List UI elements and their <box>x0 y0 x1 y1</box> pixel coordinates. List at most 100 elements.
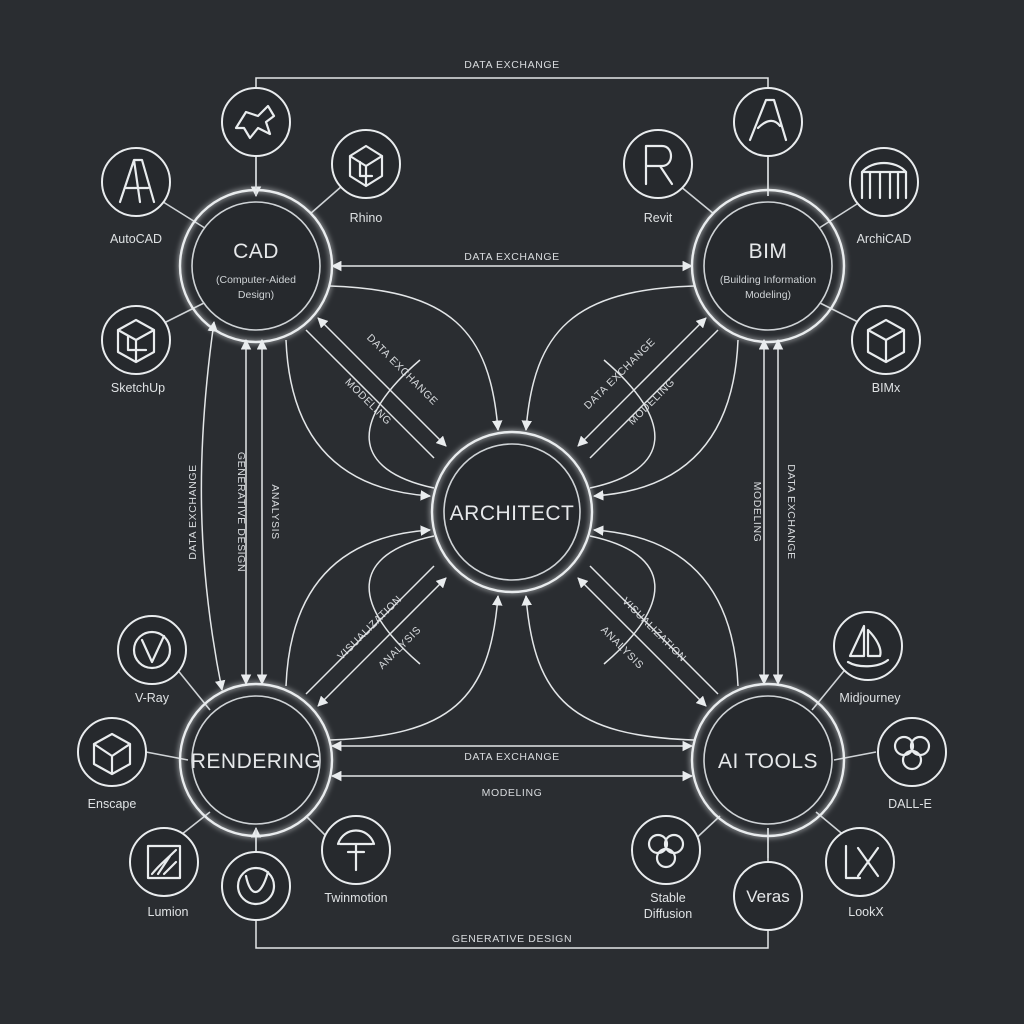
tool-twinmotion-label: Twinmotion <box>324 891 387 905</box>
tool-vray[interactable]: V-Ray <box>117 615 187 705</box>
inner-curve-tr <box>589 359 656 489</box>
curve-bim-right <box>592 339 739 501</box>
tool-dalle-label: DALL-E <box>888 797 932 811</box>
hub-bim-subtitle-1: (Building Information <box>720 274 816 286</box>
curve-bim-center <box>521 285 695 432</box>
lumion-icon <box>146 844 182 880</box>
a-stroke-icon <box>748 98 788 142</box>
ai-architect-line-1 <box>577 577 707 707</box>
tool-sketchup[interactable]: SketchUp <box>101 305 171 395</box>
tool-stable-diffusion-label-2: Diffusion <box>644 907 692 921</box>
hub-cad-subtitle-2: Design) <box>238 289 274 301</box>
hub-cad-title: CAD <box>233 240 279 263</box>
label-left-1: DATA EXCHANGE <box>187 464 199 560</box>
tool-revit-label: Revit <box>644 211 673 225</box>
hub-ai-tools-title: AI TOOLS <box>718 750 818 773</box>
tool-render-unlabeled[interactable] <box>221 851 291 921</box>
tool-vray-label: V-Ray <box>135 691 170 705</box>
label-left-3: ANALYSIS <box>269 484 281 539</box>
label-render-ai-2: MODELING <box>482 787 543 799</box>
top-data-exchange-line <box>250 77 769 198</box>
label-cad-bim: DATA EXCHANGE <box>464 251 560 263</box>
tool-autocad-label: AutoCAD <box>110 232 162 246</box>
tool-lumion[interactable]: Lumion <box>129 827 199 919</box>
hub-cad-subtitle-1: (Computer-Aided <box>216 274 296 286</box>
label-left-2: GENERATIVE DESIGN <box>235 452 247 572</box>
tool-stable-diffusion-label-1: Stable <box>650 891 685 905</box>
tool-midjourney[interactable]: Midjourney <box>833 611 903 705</box>
hub-architect[interactable]: ARCHITECT <box>430 430 594 594</box>
cad-architect-line-2 <box>305 329 435 459</box>
tool-autocad[interactable]: AutoCAD <box>101 147 171 246</box>
tool-revit[interactable]: Revit <box>623 129 693 225</box>
v-swirl-icon <box>236 866 276 906</box>
tool-rhino-top[interactable] <box>221 87 291 157</box>
hub-rendering[interactable]: RENDERING <box>178 682 334 838</box>
tool-dalle[interactable]: DALL-E <box>877 717 947 811</box>
openai-knot-icon <box>893 735 931 771</box>
inner-curve-br <box>589 535 656 665</box>
autocad-a-icon <box>118 158 156 204</box>
curve-ai-center <box>521 594 695 741</box>
hub-ai-tools[interactable]: AI TOOLS <box>690 682 846 838</box>
hub-architect-title: ARCHITECT <box>450 502 575 525</box>
tool-stable-diffusion[interactable]: Stable Diffusion <box>631 815 701 921</box>
tool-bimx-label: BIMx <box>872 381 901 395</box>
bim-architect-line-2 <box>589 329 719 459</box>
tool-rhino-label: Rhino <box>350 211 383 225</box>
rhino-icon <box>234 104 276 140</box>
label-cad-arch-2: MODELING <box>342 376 393 427</box>
tool-rhino[interactable]: Rhino <box>331 129 401 225</box>
render-architect-line-1 <box>317 577 447 707</box>
tool-bim-top[interactable] <box>733 87 803 157</box>
openai-knot-icon <box>647 833 685 869</box>
bim-architect-line-1 <box>577 317 707 447</box>
midjourney-sail-icon <box>846 624 890 668</box>
tool-sketchup-label: SketchUp <box>111 381 165 395</box>
curve-cad-left <box>285 339 432 501</box>
tool-twinmotion[interactable]: Twinmotion <box>321 815 391 905</box>
tool-lumion-label: Lumion <box>148 905 189 919</box>
hub-bim-subtitle-2: Modeling) <box>745 289 791 301</box>
label-bottom-generative: GENERATIVE DESIGN <box>452 933 572 945</box>
hub-bim[interactable]: BIM (Building Information Modeling) <box>690 188 846 344</box>
label-render-arch-2: ANALYSIS <box>376 624 424 672</box>
bimx-cube-icon <box>866 318 906 364</box>
tool-midjourney-label: Midjourney <box>839 691 901 705</box>
tool-veras[interactable]: Veras <box>733 861 803 931</box>
tool-enscape-label: Enscape <box>88 797 137 811</box>
hub-rendering-title: RENDERING <box>191 750 322 773</box>
hub-connectors <box>200 260 784 782</box>
render-architect-line-2 <box>305 565 435 695</box>
curved-flows <box>285 285 739 741</box>
sketchup-icon <box>116 318 156 364</box>
curve-cad-center <box>329 285 503 432</box>
label-render-ai-1: DATA EXCHANGE <box>464 751 560 763</box>
tool-veras-label: Veras <box>746 887 789 906</box>
tool-bimx[interactable]: BIMx <box>851 305 921 395</box>
curve-render-left <box>285 525 432 687</box>
tool-archicad-label: ArchiCAD <box>857 232 912 246</box>
label-right-1: MODELING <box>751 482 763 543</box>
tool-enscape[interactable]: Enscape <box>77 717 147 811</box>
twinmotion-icon <box>336 829 376 872</box>
tool-lookx[interactable]: LookX <box>825 827 895 919</box>
inner-curve-tl <box>368 359 435 489</box>
label-right-2: DATA EXCHANGE <box>785 464 797 560</box>
revit-r-icon <box>644 144 674 186</box>
label-top-data-exchange: DATA EXCHANGE <box>464 59 560 71</box>
tool-archicad[interactable]: ArchiCAD <box>849 147 919 246</box>
sketch-box-icon <box>348 144 384 188</box>
lookx-icon <box>844 844 880 880</box>
label-cad-arch-1: DATA EXCHANGE <box>364 332 440 408</box>
enscape-icon <box>92 732 132 776</box>
archicad-icon <box>860 161 908 200</box>
curve-render-center <box>329 594 503 741</box>
inner-curve-bl <box>368 535 435 665</box>
label-ai-arch-2: ANALYSIS <box>598 624 646 672</box>
tool-lookx-label: LookX <box>848 905 884 919</box>
left-arc-data-exchange <box>200 320 226 692</box>
cad-architect-line-1 <box>317 317 447 447</box>
hub-cad[interactable]: CAD (Computer-Aided Design) <box>178 188 334 344</box>
